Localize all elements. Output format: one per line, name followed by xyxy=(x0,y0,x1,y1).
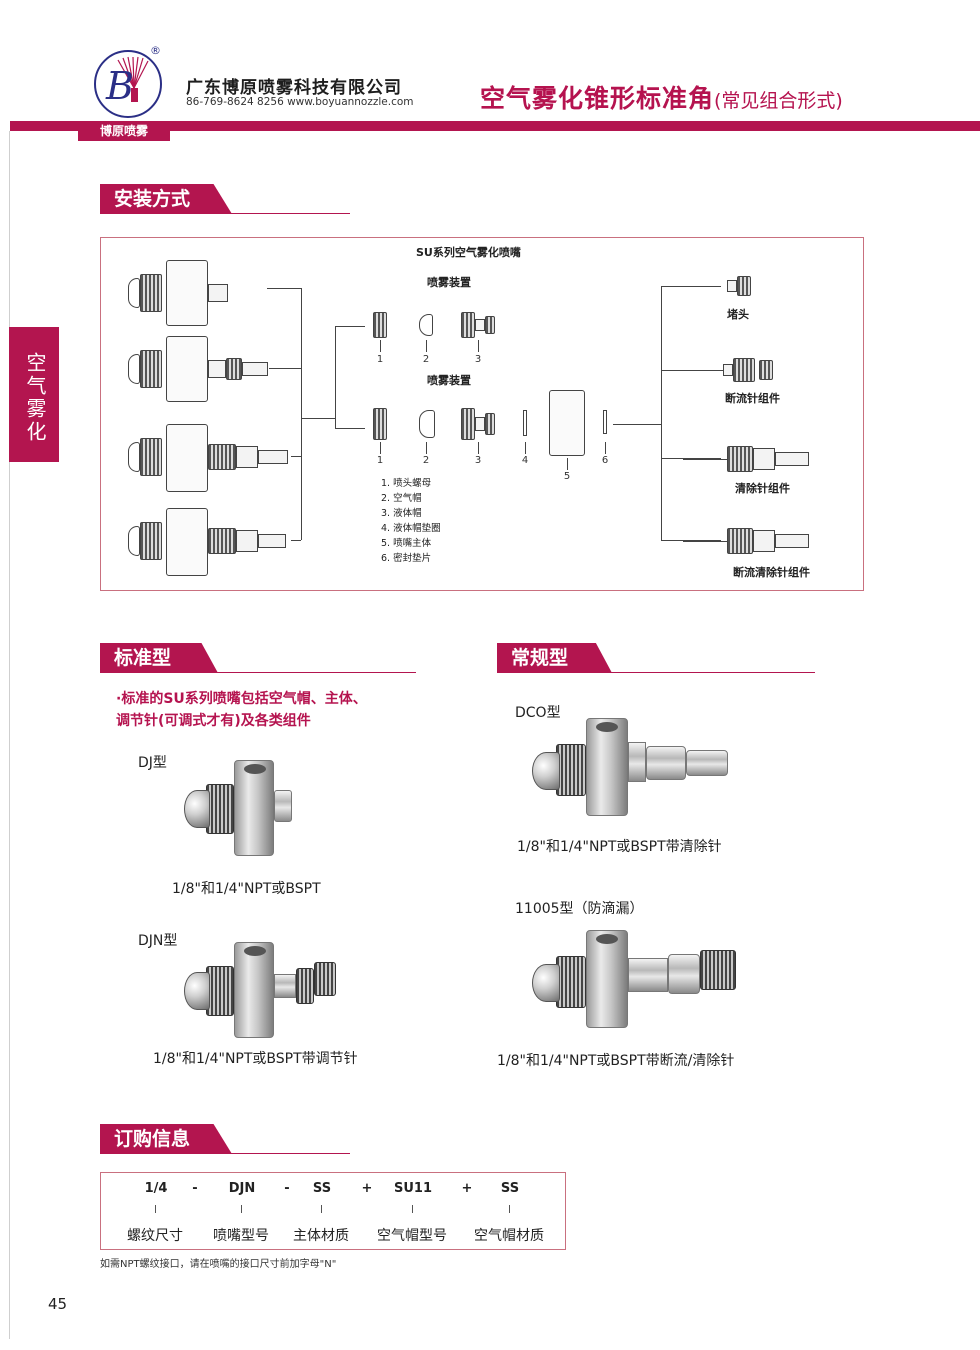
side-category-tab: 空气雾化 xyxy=(9,327,59,462)
legend-item: 6. 密封垫片 xyxy=(381,553,432,564)
order-separator: + xyxy=(461,1181,473,1196)
spray-set-label-1: 喷雾装置 xyxy=(427,276,471,289)
standard-description-line: 调节针(可调式才有)及各类组件 xyxy=(116,713,311,729)
order-label: 喷嘴型号 xyxy=(213,1228,269,1244)
order-label: 主体材质 xyxy=(293,1228,349,1244)
dco-nozzle-photo xyxy=(528,716,738,826)
legend-item: 1. 喷头螺母 xyxy=(381,478,432,489)
part-6-seal xyxy=(603,410,607,434)
page-title: 空气雾化锥形标准角(常见组合形式) xyxy=(480,79,843,115)
part-1-nut xyxy=(373,312,387,338)
section-regular-rule xyxy=(497,672,815,673)
standard-description: ·标准的SU系列喷嘴包括空气帽、主体、 调节针(可调式才有)及各类组件 xyxy=(116,688,367,732)
option-cleanout-label: 清除针组件 xyxy=(735,482,790,495)
dj-model-label: DJ型 xyxy=(138,755,167,771)
m11005-caption: 1/8"和1/4"NPT或BSPT带断流/清除针 xyxy=(497,1053,735,1069)
part-2-air-cap xyxy=(419,314,433,336)
section-regular-heading: 常规型 xyxy=(497,643,612,673)
diagram-title: SU系列空气雾化喷嘴 xyxy=(416,246,521,259)
option-plug-label: 堵头 xyxy=(727,308,749,321)
spray-logo-icon xyxy=(117,56,149,102)
djn-model-label: DJN型 xyxy=(138,933,178,949)
legend-item: 3. 液体帽 xyxy=(381,508,422,519)
order-code-table: 1/4 - DJN - SS + SU11 + SS 螺纹尺寸 喷嘴型号 主体材… xyxy=(100,1172,566,1250)
diagram-number: 1 xyxy=(376,354,384,365)
assembly-shutoff xyxy=(128,336,308,402)
installation-diagram: SU系列空气雾化喷嘴 喷雾装置 xyxy=(100,237,864,591)
order-note: 如需NPT螺纹接口，请在喷嘴的接口尺寸前加字母"N" xyxy=(100,1259,337,1270)
part-3-fluid-cap xyxy=(457,310,501,340)
order-tick xyxy=(509,1205,510,1213)
order-separator: - xyxy=(284,1181,290,1196)
dj-caption: 1/8"和1/4"NPT或BSPT xyxy=(172,881,321,897)
part-3-fluid-cap xyxy=(457,406,501,442)
dj-nozzle-photo xyxy=(180,756,300,866)
option-shutoff-part xyxy=(683,356,813,384)
assembly-plug xyxy=(128,260,308,326)
standard-description-line: ·标准的SU系列喷嘴包括空气帽、主体、 xyxy=(116,691,367,707)
diagram-number: 1 xyxy=(376,455,384,466)
order-tick xyxy=(155,1205,156,1213)
diagram-number: 2 xyxy=(422,455,430,466)
diagram-number: 2 xyxy=(422,354,430,365)
order-label: 空气帽型号 xyxy=(377,1228,447,1244)
diagram-number: 6 xyxy=(601,455,609,466)
diagram-number: 3 xyxy=(474,455,482,466)
order-code: SS xyxy=(312,1181,332,1196)
order-tick xyxy=(412,1205,413,1213)
part-4-gasket xyxy=(523,410,527,436)
page-title-main: 空气雾化锥形标准角 xyxy=(480,84,715,113)
header-bar xyxy=(10,121,980,131)
order-code: 1/4 xyxy=(144,1181,168,1196)
legend-item: 5. 喷嘴主体 xyxy=(381,538,432,549)
option-shutoff-cleanout-label: 断流清除针组件 xyxy=(733,566,810,579)
company-contact: 86-769-8624 8256 www.boyuannozzle.com xyxy=(186,96,414,108)
legend-item: 4. 液体帽垫圈 xyxy=(381,523,441,534)
order-separator: - xyxy=(192,1181,198,1196)
company-name: 广东博原喷雾科技有限公司 xyxy=(186,78,402,98)
assembly-cleanout xyxy=(128,424,308,492)
left-margin-line xyxy=(9,131,10,1339)
dco-caption: 1/8"和1/4"NPT或BSPT带清除针 xyxy=(517,839,722,855)
legend-item: 2. 空气帽 xyxy=(381,493,422,504)
logo-letter: B xyxy=(106,64,134,108)
option-shutoff-label: 断流针组件 xyxy=(725,392,780,405)
part-5-body xyxy=(549,390,585,456)
section-order-heading: 订购信息 xyxy=(100,1124,232,1154)
option-plug-part xyxy=(727,274,757,298)
option-shutoff-cleanout-part xyxy=(683,524,843,558)
order-tick xyxy=(321,1205,322,1213)
company-logo: B xyxy=(94,50,162,118)
part-1-nut xyxy=(373,408,387,440)
page-title-sub: (常见组合形式) xyxy=(714,90,843,112)
section-standard-heading: 标准型 xyxy=(100,643,218,673)
part-2-air-cap xyxy=(419,410,435,438)
spray-set-label-2: 喷雾装置 xyxy=(427,374,471,387)
assembly-shutoff-cleanout xyxy=(128,508,308,576)
order-code: SU11 xyxy=(393,1181,432,1196)
section-standard-rule xyxy=(100,672,416,673)
m11005-nozzle-photo xyxy=(528,928,748,1038)
order-label: 空气帽材质 xyxy=(474,1228,544,1244)
diagram-number: 5 xyxy=(563,471,571,482)
order-code: DJN xyxy=(228,1181,256,1196)
diagram-number: 4 xyxy=(521,455,529,466)
order-separator: + xyxy=(361,1181,373,1196)
order-label: 螺纹尺寸 xyxy=(127,1228,183,1244)
page-number: 45 xyxy=(48,1295,68,1313)
registered-mark: ® xyxy=(150,44,161,57)
section-install-heading: 安装方式 xyxy=(100,184,232,214)
djn-caption: 1/8"和1/4"NPT或BSPT带调节针 xyxy=(153,1051,358,1067)
m11005-model-label: 11005型（防滴漏） xyxy=(515,901,644,917)
option-cleanout-part xyxy=(683,442,843,476)
diagram-number: 3 xyxy=(474,354,482,365)
dco-model-label: DCO型 xyxy=(515,705,561,721)
brand-tab: 博原喷雾 xyxy=(78,121,170,141)
parts-legend: 1. 喷头螺母 2. 空气帽 3. 液体帽 4. 液体帽垫圈 5. 喷嘴主体 6… xyxy=(381,476,441,566)
section-order-rule xyxy=(100,1153,350,1154)
section-install-rule xyxy=(100,213,350,214)
order-code: SS xyxy=(500,1181,520,1196)
djn-nozzle-photo xyxy=(180,938,350,1048)
order-tick xyxy=(241,1205,242,1213)
